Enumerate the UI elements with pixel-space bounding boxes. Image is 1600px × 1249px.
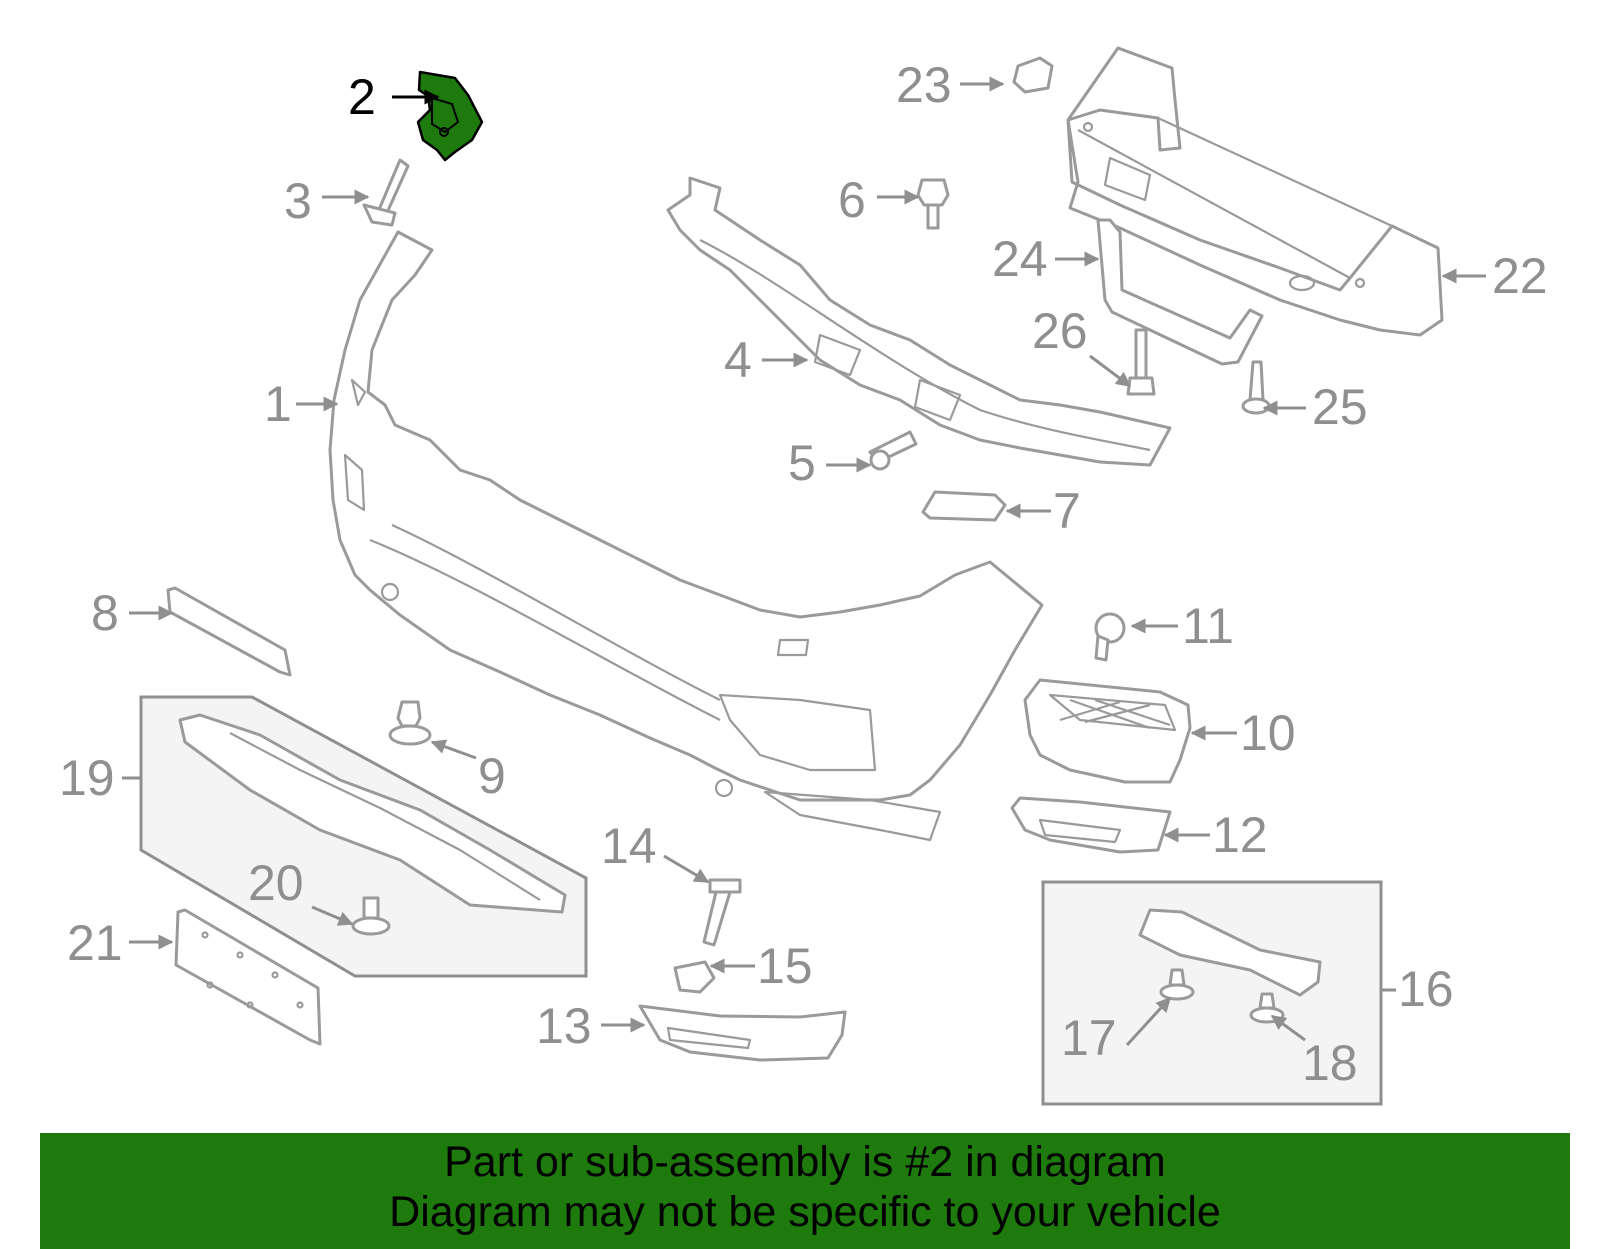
tow-eye-cover-part-7 bbox=[921, 490, 1007, 522]
clip-part-15 bbox=[673, 960, 716, 994]
callout-14: 14 bbox=[601, 818, 657, 874]
push-pin-part-20 bbox=[351, 896, 391, 936]
bracket-part-16 bbox=[1138, 908, 1322, 997]
bolt-part-6 bbox=[916, 178, 950, 230]
bumper-cover-part bbox=[328, 230, 1044, 842]
fog-lamp-grille-part-10 bbox=[1023, 678, 1192, 784]
callout-17: 17 bbox=[1061, 1010, 1117, 1066]
callout-4: 4 bbox=[724, 332, 752, 388]
banner-disclaimer: Diagram may not be specific to your vehi… bbox=[389, 1188, 1221, 1236]
bolt-part-14 bbox=[702, 878, 742, 947]
callout-7: 7 bbox=[1053, 483, 1081, 539]
callout-10: 10 bbox=[1240, 705, 1296, 761]
bezel-part-12 bbox=[1010, 796, 1172, 854]
callout-1: 1 bbox=[264, 376, 292, 432]
callout-12: 12 bbox=[1212, 807, 1268, 863]
bezel-part-13 bbox=[638, 1004, 847, 1062]
banner-part-note: Part or sub-assembly is #2 in diagram bbox=[444, 1138, 1166, 1186]
callout-20: 20 bbox=[248, 855, 304, 911]
callout-11: 11 bbox=[1182, 598, 1234, 654]
callout-19: 19 bbox=[59, 750, 115, 806]
license-plate-bracket-part-21 bbox=[174, 908, 322, 1046]
callout-2: 2 bbox=[348, 69, 376, 125]
highlighted-bracket-part-2 bbox=[416, 70, 484, 162]
callout-22: 22 bbox=[1492, 248, 1548, 304]
group-box-16 bbox=[1041, 880, 1383, 1106]
push-pin-part-17 bbox=[1159, 968, 1195, 1001]
bolt-part-26 bbox=[1126, 328, 1156, 396]
callout-8: 8 bbox=[91, 585, 119, 641]
stud-clip-part-3 bbox=[362, 158, 410, 227]
info-banner: Part or sub-assembly is #2 in diagram Di… bbox=[40, 1133, 1570, 1249]
callout-18: 18 bbox=[1302, 1035, 1358, 1091]
push-pin-part-9 bbox=[388, 700, 432, 746]
callout-26: 26 bbox=[1032, 303, 1088, 359]
callout-23: 23 bbox=[896, 57, 952, 113]
callout-15: 15 bbox=[757, 938, 813, 994]
callout-24: 24 bbox=[992, 231, 1048, 287]
callout-21: 21 bbox=[67, 915, 123, 971]
push-pin-part-25 bbox=[1241, 360, 1271, 415]
trim-strip-part-8 bbox=[166, 586, 292, 677]
bracket-part-24 bbox=[1096, 218, 1264, 366]
callout-13: 13 bbox=[536, 998, 592, 1054]
callout-9: 9 bbox=[478, 748, 506, 804]
bolt-part-5 bbox=[868, 430, 918, 471]
callout-25: 25 bbox=[1312, 379, 1368, 435]
impact-beam-part-22 bbox=[1066, 46, 1444, 337]
energy-absorber-part-4 bbox=[666, 176, 1172, 467]
bolt-part-11 bbox=[1094, 612, 1126, 662]
callout-5: 5 bbox=[788, 435, 816, 491]
callout-16: 16 bbox=[1398, 961, 1454, 1017]
callout-3: 3 bbox=[284, 173, 312, 229]
nut-part-23 bbox=[1012, 56, 1054, 94]
callout-6: 6 bbox=[838, 172, 866, 228]
lower-reinforcement-part-19 bbox=[178, 713, 567, 914]
